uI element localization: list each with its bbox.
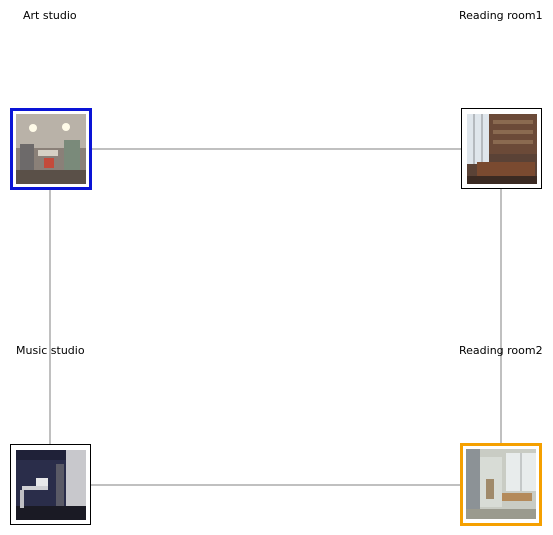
reading-room1-photo xyxy=(467,114,537,184)
room-node-art-studio[interactable] xyxy=(10,108,92,190)
room-label-art-studio: Art studio xyxy=(23,9,77,22)
room-node-reading-room2[interactable] xyxy=(460,443,542,526)
reading-room2-photo xyxy=(466,449,536,519)
room-label-reading-room1: Reading room1 xyxy=(459,9,543,22)
room-node-reading-room1[interactable] xyxy=(461,108,542,189)
room-label-music-studio: Music studio xyxy=(16,344,85,357)
music-studio-photo xyxy=(16,450,86,520)
room-node-music-studio[interactable] xyxy=(10,444,91,525)
art-studio-photo xyxy=(16,114,86,184)
room-label-reading-room2: Reading room2 xyxy=(459,344,543,357)
